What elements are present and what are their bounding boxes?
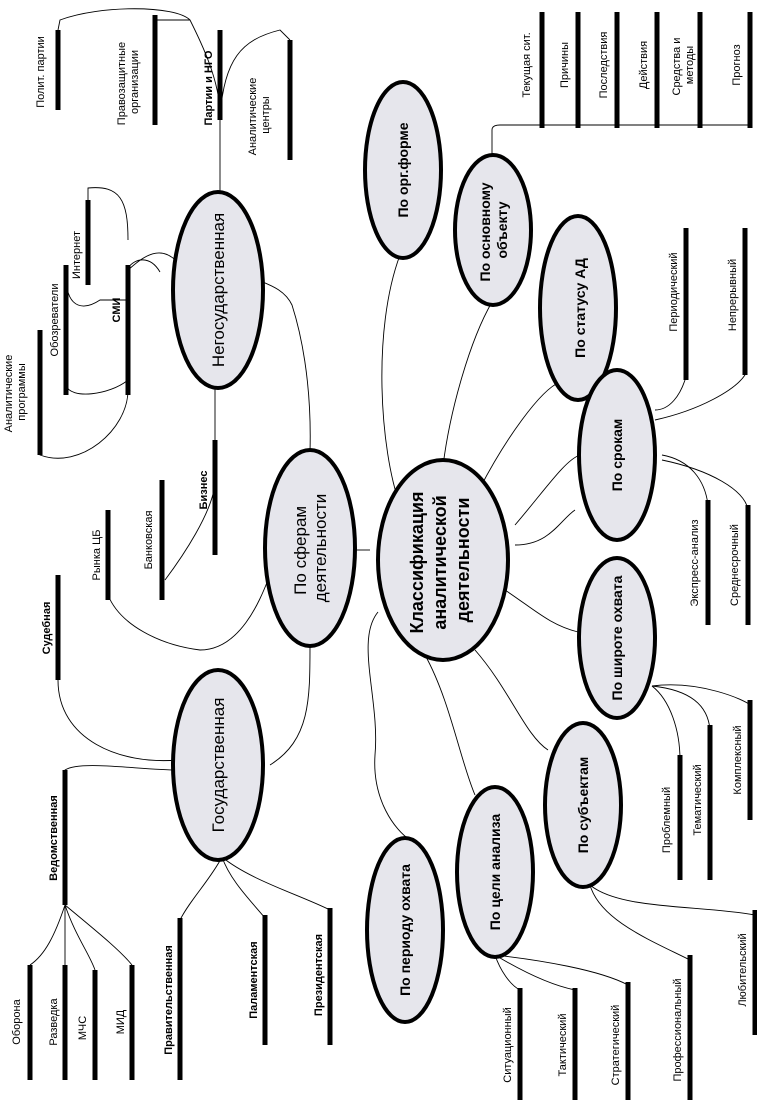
gov-label: Государственная xyxy=(209,698,228,833)
nongov-label: Негосударственная xyxy=(209,213,228,367)
leaf-defense: Оборона xyxy=(11,998,23,1044)
leaf-parliament: Паламентская xyxy=(248,941,260,1018)
leaf-intelligence: Разведка xyxy=(48,998,60,1046)
leaf-means-1: Средства и xyxy=(671,38,683,96)
node-status: По статусу АД xyxy=(538,214,618,402)
leaf-rights-orgs-2: организации xyxy=(129,50,141,114)
leaf-strategic: Стратегический xyxy=(610,1005,622,1086)
main-object-line-1: По основному xyxy=(477,182,493,281)
spheres-line-1: По сферам xyxy=(291,506,310,595)
leaf-banking: Банковская xyxy=(143,511,155,570)
node-main-object: По основному объекту xyxy=(453,153,533,307)
node-terms: По срокам xyxy=(577,368,657,542)
leaf-departmental: Ведомственная xyxy=(48,795,60,881)
leaf-complex: Комплексный xyxy=(732,725,744,794)
leaf-internet: Интернет xyxy=(71,231,83,279)
leaf-continuous: Непрерывный xyxy=(727,259,739,331)
node-period: По периоду охвата xyxy=(365,836,445,1024)
leaf-analytic-centers-2: центры xyxy=(260,96,272,134)
svg-text:Правозащитные организаци: Правозащитные организации xyxy=(116,39,141,125)
center-line-2: аналитической xyxy=(430,495,450,629)
leaf-express: Экспресс-анализ xyxy=(689,519,701,606)
leaf-business: Бизнес xyxy=(198,471,210,510)
leaf-tactical: Тактический xyxy=(557,1014,569,1077)
node-coverage: По широте охвата xyxy=(577,556,657,720)
leaf-polit-parties: Полит. партии xyxy=(35,36,47,108)
leaf-smi: СМИ xyxy=(111,297,123,322)
leaf-cb-market: Рынка ЦБ xyxy=(91,530,103,581)
leaf-thematic: Тематический xyxy=(692,764,704,835)
center-line-1: Классификация xyxy=(407,492,427,634)
svg-text:По основному объекту: По основному объекту xyxy=(477,179,510,282)
period-label: По периоду охвата xyxy=(397,864,413,996)
node-goal: По цели анализа xyxy=(455,785,535,959)
node-spheres: По сферам деятельности xyxy=(263,448,357,648)
svg-text:Классификация аналитичес: Классификация аналитической деятельности xyxy=(407,486,473,633)
leaf-midterm: Среднесрочный xyxy=(729,524,741,606)
leaf-means-2: методы xyxy=(684,46,696,85)
org-form-label: По орг.форме xyxy=(395,122,411,217)
node-nongov: Негосударственная xyxy=(171,190,265,390)
leaf-analytic-programs-1: Аналитические xyxy=(3,355,15,433)
leaf-rights-orgs-1: Правозащитные xyxy=(116,42,128,125)
terms-label: По срокам xyxy=(609,419,625,492)
leaf-foreign: МИД xyxy=(115,1009,127,1034)
leaf-judicial: Судебная xyxy=(41,602,53,655)
node-center: Классификация аналитической деятельности xyxy=(376,458,510,662)
svg-text:Аналитические программы: Аналитические программы xyxy=(3,352,28,433)
leaf-current-sit: Текущая сит. xyxy=(521,32,533,97)
svg-text:По сферам деятельности: По сферам деятельности xyxy=(291,494,330,602)
leaf-analytic-centers-1: Аналитические xyxy=(247,78,259,156)
svg-text:Аналитические центры: Аналитические центры xyxy=(247,75,272,156)
center-line-3: деятельности xyxy=(453,498,473,623)
leaf-professional: Профессиональный xyxy=(672,978,684,1081)
status-label: По статусу АД xyxy=(572,258,588,358)
svg-text:Средства и методы: Средства и методы xyxy=(671,35,696,96)
leaf-amateur: Любительский xyxy=(737,933,749,1006)
spheres-line-2: деятельности xyxy=(311,494,330,602)
leaf-consequences: Последствия xyxy=(598,32,610,99)
leaf-causes: Причины xyxy=(559,42,571,88)
leaf-government: Правительственная xyxy=(163,945,175,1055)
leaf-analytic-programs-2: программы xyxy=(16,363,28,421)
leaf-parties-ngo: Партии и НГО xyxy=(203,50,215,125)
node-org-form: По орг.форме xyxy=(363,80,443,260)
leaf-labels: Полит. партии Правозащитные организации … xyxy=(3,32,749,1086)
leaf-problem: Проблемный xyxy=(661,787,673,853)
leaf-emergency: МЧС xyxy=(77,1016,89,1040)
goal-label: По цели анализа xyxy=(487,814,503,931)
subjects-label: По субъектам xyxy=(575,757,591,854)
leaf-actions: Действия xyxy=(638,41,650,89)
leaf-forecast: Прогноз xyxy=(731,44,743,85)
leaf-bars xyxy=(27,12,757,1100)
node-gov: Государственная xyxy=(171,668,265,862)
node-subjects: По субъектам xyxy=(543,721,623,889)
leaf-presidential: Президентская xyxy=(313,934,325,1016)
main-object-line-2: объекту xyxy=(494,201,510,258)
coverage-label: По широте охвата xyxy=(609,575,625,700)
leaf-reviewers: Обозреватели xyxy=(49,284,61,357)
leaf-situational: Ситуационный xyxy=(502,1007,514,1083)
leaf-periodic: Периодический xyxy=(668,252,680,331)
